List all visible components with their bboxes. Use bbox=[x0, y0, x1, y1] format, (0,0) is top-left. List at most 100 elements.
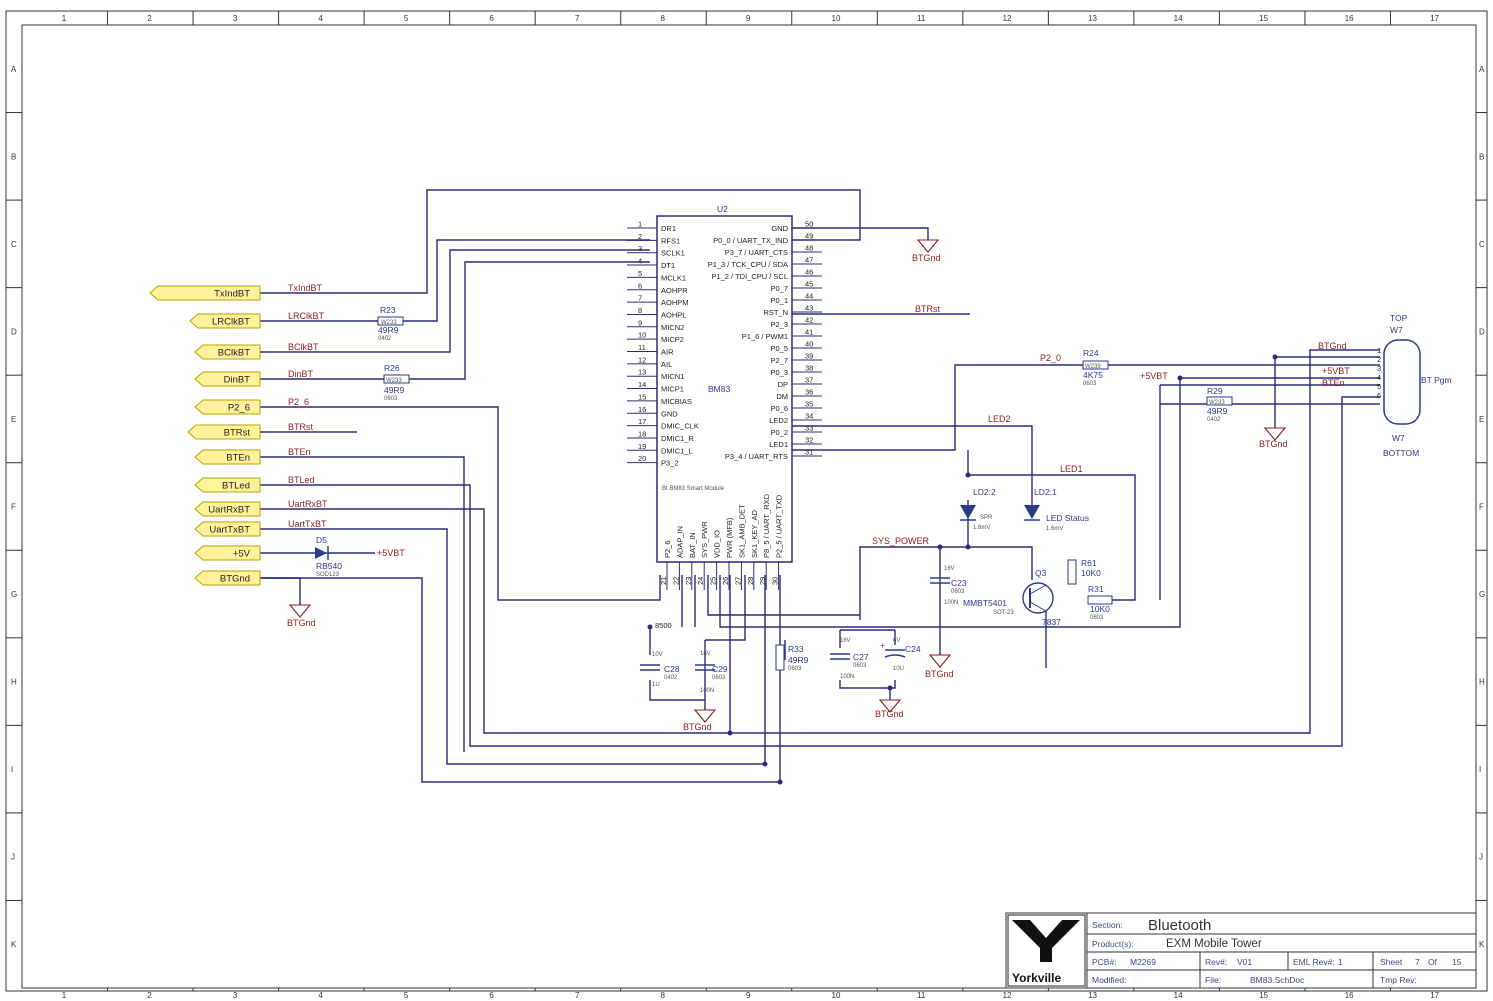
r24-pkg: 0603 bbox=[1083, 381, 1097, 387]
q3-ref: Q3 bbox=[1035, 568, 1047, 578]
r24-resistor: R24 W239 4K75 0603 bbox=[1082, 348, 1109, 387]
port-net-label: UartTxBT bbox=[288, 519, 327, 529]
yorkville-logo: Yorkville bbox=[1007, 914, 1086, 987]
grid-col-label: 5 bbox=[404, 991, 409, 1000]
port-net-label: LRClkBT bbox=[288, 311, 325, 321]
u2-pin-label: DMIC1_R bbox=[661, 434, 695, 443]
net-bten-w7: BTEn bbox=[1322, 378, 1345, 388]
r29-resistor: R29 W233 49R9 0402 bbox=[1206, 386, 1233, 423]
grid-col-label: 7 bbox=[575, 14, 580, 23]
tb-rev-label: Rev#: bbox=[1205, 957, 1227, 967]
u2-pin-num: 47 bbox=[805, 256, 813, 265]
u2-pin-label: SK1_AMB_DET bbox=[737, 504, 746, 558]
u2-pin-num: 10 bbox=[638, 331, 646, 340]
r26-ref: R26 bbox=[384, 363, 400, 373]
grid-col-label: 13 bbox=[1088, 991, 1097, 1000]
r29-value: 49R9 bbox=[1207, 406, 1228, 416]
u2-pin-label: P2_5 / UART_TXD bbox=[775, 494, 784, 558]
u2-pin-label: LED2 bbox=[769, 416, 788, 425]
w7-pin-num: 4 bbox=[1377, 373, 1381, 382]
port-shape bbox=[187, 424, 261, 440]
u2-pin-num: 41 bbox=[805, 328, 813, 337]
tb-eml: 1 bbox=[1338, 957, 1343, 967]
u2-pin-label: DR1 bbox=[661, 224, 676, 233]
u2-pin-label: DMIC_CLK bbox=[661, 422, 699, 431]
grid-row-label: F bbox=[11, 503, 16, 512]
ld21-pkg: 1.6mV bbox=[1046, 526, 1063, 532]
grid-col-label: 15 bbox=[1259, 14, 1268, 23]
u2-pin-num: 26 bbox=[721, 577, 730, 585]
c28-capacitor: C28 0402 10V 1U bbox=[640, 652, 680, 688]
w7-ref-bottom: W7 bbox=[1392, 433, 1405, 443]
grid-col-label: 17 bbox=[1430, 991, 1439, 1000]
port-shape bbox=[194, 501, 261, 517]
u2-pin-label: SK1_KEY_AD bbox=[750, 509, 759, 558]
u2-pin-label: P3_4 / UART_RTS bbox=[725, 452, 788, 461]
u2-pin-label: AIL bbox=[661, 360, 672, 369]
grid-col-label: 11 bbox=[917, 14, 926, 23]
c27-capacitor: C27 0603 16V 100N bbox=[830, 638, 869, 680]
net-5vbt: +5VBT bbox=[1140, 371, 1168, 381]
r23-body: W233 bbox=[381, 320, 397, 326]
tb-section-label: Section: bbox=[1092, 920, 1123, 930]
tb-sheet: 7 bbox=[1415, 957, 1420, 967]
grid-col-label: 1 bbox=[62, 14, 67, 23]
junctions bbox=[647, 354, 1278, 785]
u2-pin-label: DMIC1_L bbox=[661, 446, 693, 455]
u2-pin-label: MCLK1 bbox=[661, 273, 686, 282]
r29-ref: R29 bbox=[1207, 386, 1223, 396]
tb-pcb-label: PCB#: bbox=[1092, 957, 1117, 967]
c23-volt: 16V bbox=[944, 566, 955, 572]
svg-text:+: + bbox=[880, 640, 885, 650]
u2-pin-label: P1_2 / TDI_CPU / SCL bbox=[711, 272, 788, 281]
port-shape bbox=[194, 545, 261, 561]
d5-diode: D5 RB540 SOD123 bbox=[315, 535, 342, 578]
u2-ref: U2 bbox=[717, 204, 728, 214]
w7-top: TOP bbox=[1390, 313, 1408, 323]
net-led2: LED2 bbox=[988, 414, 1011, 424]
net-sys-power: SYS_POWER bbox=[872, 536, 930, 546]
q3-transistor: Q3 MMBT5401 SOT-23 7837 bbox=[963, 568, 1061, 627]
u2-pin-label: RFS1 bbox=[661, 236, 680, 245]
c24-volt: 6V bbox=[893, 638, 900, 644]
grid-row-label: K bbox=[1479, 940, 1485, 949]
u2-pin-label: DT1 bbox=[661, 261, 675, 270]
u2-pin-num: 5 bbox=[638, 269, 642, 278]
u2-pin-num: 37 bbox=[805, 376, 813, 385]
u2-pin-num: 24 bbox=[696, 577, 705, 585]
port-shape bbox=[194, 570, 261, 586]
c27-value: 100N bbox=[840, 674, 854, 680]
r24-value: 4K75 bbox=[1083, 370, 1103, 380]
u2-pin-num: 18 bbox=[638, 429, 646, 438]
u2-pin-label: AOHPM bbox=[661, 298, 689, 307]
u2-pin-num: 11 bbox=[638, 343, 646, 352]
grid-row-label: G bbox=[11, 590, 17, 599]
u2-pin-label: VDD_IO bbox=[713, 530, 722, 558]
w7-desc: BT Pgm bbox=[1421, 375, 1452, 385]
u2-pin-label: MICBIAS bbox=[661, 397, 692, 406]
grid-col-label: 12 bbox=[1003, 14, 1012, 23]
u2-pin-label: P0_7 bbox=[770, 284, 788, 293]
c28-value: 1U bbox=[652, 682, 660, 688]
ground-symbols bbox=[288, 239, 1287, 723]
grid-row-label: A bbox=[1479, 65, 1485, 74]
u2-pin-num: 19 bbox=[638, 442, 646, 451]
port-net-label: TxIndBT bbox=[288, 283, 323, 293]
port-label: BClkBT bbox=[218, 348, 250, 359]
grid-col-label: 9 bbox=[746, 14, 751, 23]
u2-pin-num: 27 bbox=[733, 577, 742, 585]
c29-value: 100N bbox=[700, 688, 714, 694]
u2-pin-num: 42 bbox=[805, 316, 813, 325]
q3-pkg: SOT-23 bbox=[993, 610, 1014, 616]
u2-pin-num: 7 bbox=[638, 294, 642, 303]
u2-pin-num: 16 bbox=[638, 405, 646, 414]
port-net-label: BTLed bbox=[288, 475, 315, 485]
c27-ref: C27 bbox=[853, 652, 869, 662]
title-block: Yorkville Section: Bluetooth Product(s):… bbox=[1005, 912, 1477, 989]
u2-pin-num: 29 bbox=[758, 577, 767, 585]
u2-pin-label: GND bbox=[661, 409, 678, 418]
grid-row-label: B bbox=[11, 152, 16, 161]
c28-pkg: 0402 bbox=[664, 675, 678, 681]
